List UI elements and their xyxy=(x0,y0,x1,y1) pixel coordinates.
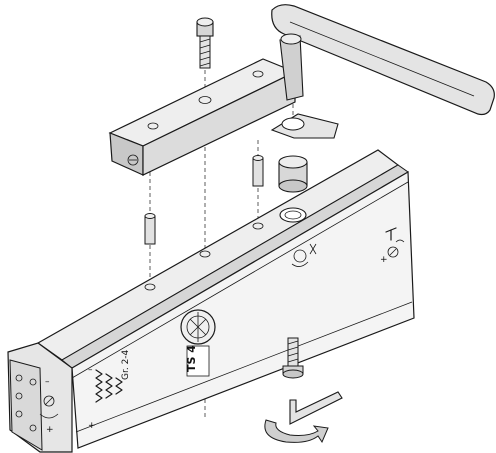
spindle-hole xyxy=(279,207,307,223)
minus-label: – xyxy=(88,365,93,375)
door-closer-arm xyxy=(271,4,495,116)
allen-bolt-top xyxy=(196,17,214,69)
plus-label: + xyxy=(88,421,96,431)
pin-hole-1 xyxy=(144,283,156,291)
endcap-screw-icon: – + xyxy=(39,377,59,435)
pin-left xyxy=(144,213,156,245)
hex-key-icon xyxy=(289,391,343,425)
spring-sleeve xyxy=(278,155,308,193)
power-dial xyxy=(180,309,216,377)
size-range-label: Gr. 2-4 xyxy=(121,349,131,380)
minus-label-end: – xyxy=(45,377,50,387)
spring-scale: Gr. 2-4 + – xyxy=(88,349,131,431)
door-closer-body: + TS 4 Gr. 2-4 + – – + xyxy=(7,149,415,453)
locking-clip xyxy=(270,113,339,139)
plus-label-right: + xyxy=(380,255,388,265)
plus-label-end: + xyxy=(46,425,54,435)
model-label: TS 4 xyxy=(185,345,198,372)
pin-hole-2 xyxy=(199,250,211,258)
adjust-screw-icon: + xyxy=(380,227,405,265)
pin-right xyxy=(252,155,264,187)
arm-mount-block xyxy=(108,58,297,176)
pin-hole-3 xyxy=(252,222,264,230)
valve-symbol-icon xyxy=(291,243,317,267)
rotation-arrow-icon xyxy=(264,419,329,444)
allen-bolt-bottom xyxy=(282,337,304,379)
